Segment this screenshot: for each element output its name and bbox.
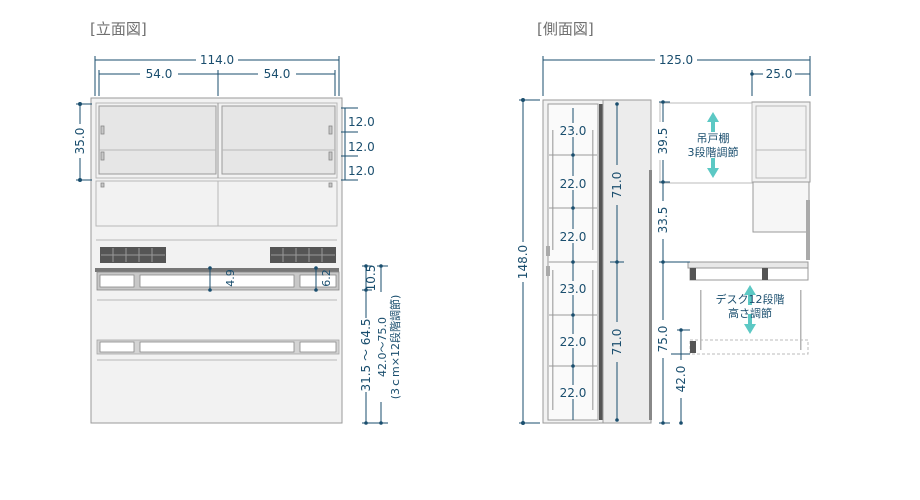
shelf-pitch-4: 23.0 — [560, 282, 587, 296]
shelf-pitch-5: 22.0 — [560, 335, 587, 349]
desk-lower-side — [689, 339, 809, 355]
desk-top-label: 75.0 — [656, 326, 670, 353]
desk-top-front — [95, 268, 339, 272]
total-depth-label: 125.0 — [659, 53, 693, 67]
shelf-2-label: 12.0 — [348, 140, 375, 154]
hanging-depth-label: 25.0 — [766, 67, 793, 81]
shelf-pitch-6: 22.0 — [560, 386, 587, 400]
desk-bottom-label: 42.0 — [674, 366, 688, 393]
front-view: 114.0 54.0 54.0 35.0 12.0 12.0 12.0 4.9 … — [73, 53, 408, 425]
right-door-width-label: 54.0 — [264, 67, 291, 81]
side-view: 吊戸棚 3段階調節 デスク12段階 高さ調節 125.0 25.0 148.0 — [516, 53, 811, 425]
adjust-arrow-icon — [707, 112, 756, 334]
hanging-height-label: 39.5 — [656, 128, 670, 155]
left-door-width-label: 54.0 — [146, 67, 173, 81]
top-gap-label: 10.5 — [364, 265, 378, 292]
shelf-pitch-1: 23.0 — [560, 124, 587, 138]
front-view-title: [立面図] — [90, 20, 147, 38]
desk-top-side — [687, 261, 809, 269]
desk-range-note: 42.0～75.0 — [376, 317, 389, 377]
side-view-title: [側面図] — [537, 20, 594, 38]
left-glass-door — [98, 105, 217, 175]
desk-note-1: デスク12段階 — [716, 292, 785, 306]
shelf-1-label: 12.0 — [348, 115, 375, 129]
hanging-note-2: 3段階調節 — [688, 145, 739, 159]
lower-section-label: 71.0 — [610, 329, 624, 356]
hanging-note-1: 吊戸棚 — [697, 131, 730, 145]
drawer-height-label: 6.2 — [320, 269, 333, 287]
shelf-pitch-2: 22.0 — [560, 177, 587, 191]
hanging-cabinet — [751, 101, 811, 183]
upper-section-label: 71.0 — [610, 172, 624, 199]
right-glass-door — [221, 105, 336, 175]
desk-note-2: 高さ調節 — [728, 306, 772, 320]
desk-step-note: (3ｃm×12段階調節) — [388, 295, 402, 400]
total-height-label: 148.0 — [516, 245, 530, 279]
shelf-pitch-3: 22.0 — [560, 230, 587, 244]
upper-height-label: 35.0 — [73, 128, 87, 155]
shelf-3-label: 12.0 — [348, 164, 375, 178]
hanging-gap-label: 33.5 — [656, 207, 670, 234]
total-width-label: 114.0 — [200, 53, 234, 67]
desk-height-range-label: 31.5 ～ 64.5 — [359, 318, 373, 391]
handle-depth-label: 4.9 — [224, 269, 237, 287]
